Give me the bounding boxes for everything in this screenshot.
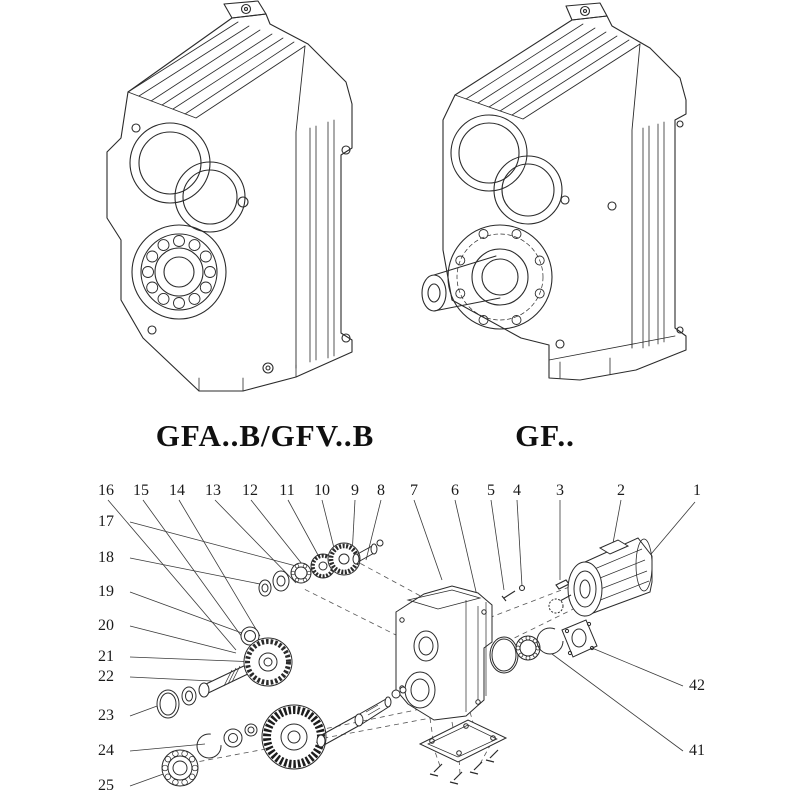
caption-gf: GF.. [515, 418, 575, 453]
part-label-4: 4 [513, 482, 521, 499]
part-label-42: 42 [689, 677, 705, 694]
part-label-18: 18 [98, 549, 114, 566]
part-label-41: 41 [689, 742, 705, 759]
part-label-21: 21 [98, 648, 114, 665]
gasket-and-bolts [418, 719, 508, 785]
gearbox-left-drawing [106, 0, 353, 392]
part-label-6: 6 [451, 482, 459, 499]
housing-fasteners [501, 579, 570, 602]
part-label-13: 13 [205, 482, 221, 499]
caption-gfab-gfvb: GFA..B/GFV..B [155, 418, 375, 453]
leader-lines [107, 499, 696, 787]
part-label-23: 23 [98, 707, 114, 724]
part-label-15: 15 [133, 482, 149, 499]
bearing-ring-set-right [489, 619, 598, 674]
part-label-3: 3 [556, 482, 564, 499]
exploded-housing [395, 585, 493, 721]
exploded-motor [548, 537, 653, 617]
part-label-20: 20 [98, 617, 114, 634]
part-label-10: 10 [314, 482, 330, 499]
part-label-5: 5 [487, 482, 495, 499]
part-label-25: 25 [98, 777, 114, 794]
part-label-1: 1 [693, 482, 701, 499]
part-label-19: 19 [98, 583, 114, 600]
part-label-17: 17 [98, 513, 114, 530]
intermediate-gear-shaft [156, 626, 293, 719]
gearbox-right-drawing [421, 2, 687, 381]
part-label-7: 7 [410, 482, 418, 499]
input-gear-cluster [258, 539, 384, 597]
part-label-8: 8 [377, 482, 385, 499]
exploded-diagram [107, 499, 696, 787]
part-label-24: 24 [98, 742, 114, 759]
part-label-22: 22 [98, 668, 114, 685]
part-label-2: 2 [617, 482, 625, 499]
part-label-9: 9 [351, 482, 359, 499]
part-label-11: 11 [279, 482, 295, 499]
part-label-14: 14 [169, 482, 185, 499]
part-label-12: 12 [242, 482, 258, 499]
part-label-16: 16 [98, 482, 114, 499]
output-gear-shaft-set [161, 686, 407, 787]
